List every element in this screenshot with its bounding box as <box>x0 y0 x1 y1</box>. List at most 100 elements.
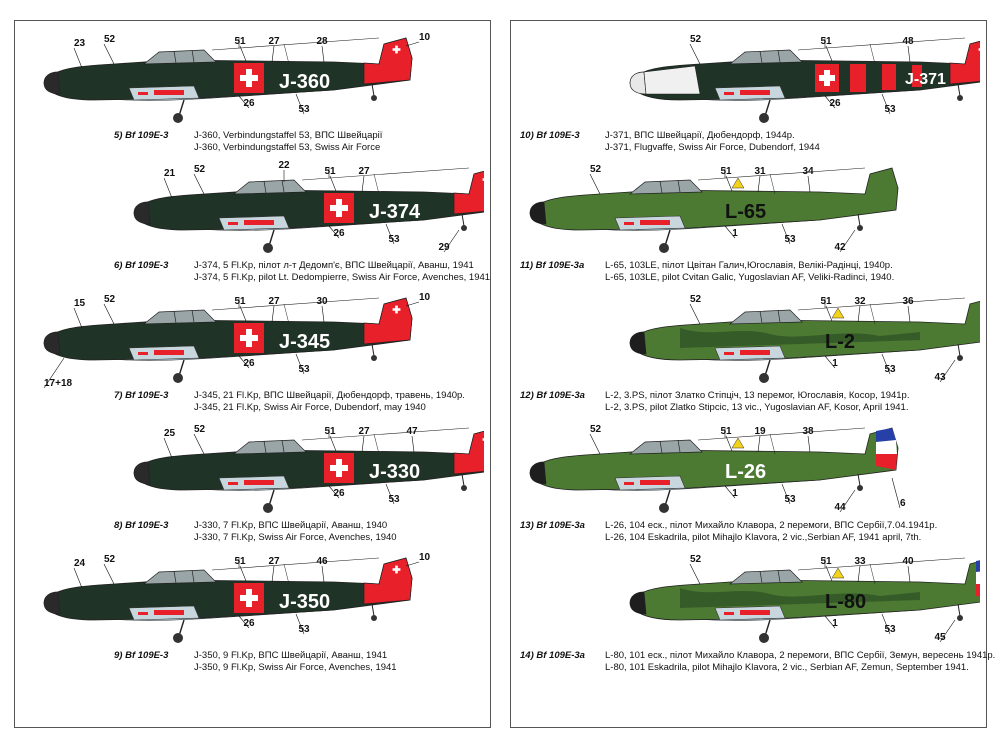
profile-caption: J-345, 21 Fl.Kp, ВПС Швейцарії, Дюбендор… <box>194 390 465 414</box>
callout-g: 26 <box>243 98 255 109</box>
callout-c: 51 <box>324 166 336 177</box>
caption-line: J-374, 5 Fl.Kp, пілот л-т Дедомп'є, ВПС … <box>194 260 474 271</box>
fuselage <box>529 427 899 491</box>
callout-d: 27 <box>358 166 370 177</box>
callout-h: 53 <box>884 624 896 635</box>
callout-g: 26 <box>333 228 345 239</box>
profile-p14: L-805251334015345614) Bf 109E-3aL-80, 10… <box>510 548 1000 678</box>
callout-b: 52 <box>104 294 116 305</box>
fuselage <box>43 297 413 361</box>
profile-title: 11) Bf 109E-3a <box>520 260 585 271</box>
caption-line: J-360, Verbindungstaffel 53, ВПС Швейцар… <box>194 130 383 141</box>
callout-a: 24 <box>74 558 86 569</box>
profile-title: 12) Bf 109E-3a <box>520 390 585 401</box>
aircraft-profile-p14: L-8052513340153456 <box>629 554 1000 643</box>
caption-line: L-80, 101 еск., пілот Михайло Клавора, 2… <box>605 650 996 661</box>
callout-a: 21 <box>164 168 176 179</box>
caption-line: L-26, 104 Eskadrila, pilot Mihajlo Klavo… <box>605 532 922 543</box>
callout-i: 29 <box>438 242 450 253</box>
aircraft-code-label: L-65 <box>725 201 766 223</box>
callout-i: 42 <box>834 242 846 253</box>
callout-h: 53 <box>298 624 310 635</box>
profile-title: 10) Bf 109E-3 <box>520 130 580 141</box>
caption-line: L-65, 103LE, pilot Cvitan Galic, Yugosla… <box>605 272 895 283</box>
callout-e: 34 <box>802 166 814 177</box>
callout-e: 46 <box>316 556 328 567</box>
aircraft-code-label: J-360 <box>279 71 330 93</box>
profile-caption: L-26, 104 еск., пілот Михайло Клаворa, 2… <box>605 520 937 544</box>
callout-b: 52 <box>690 554 702 565</box>
callout-f: 10 <box>419 552 431 563</box>
airframe-p6: J-374215222512710265329 <box>133 160 521 253</box>
aircraft-code-label: J-374 <box>369 201 421 223</box>
callout-i: 43 <box>934 372 946 383</box>
callout-h: 53 <box>388 234 400 245</box>
callout-c: 51 <box>720 166 732 177</box>
aircraft-code-label: L-26 <box>725 461 766 483</box>
caption-line: J-371, ВПС Швейцарії, Дюбендорф, 1944р. <box>605 130 795 141</box>
caption-line: L-65, 103LE, пілот Цвітан Галич,Югославі… <box>605 260 893 271</box>
profile-caption: J-350, 9 Fl.Kp, ВПС Швейцарії, Аванш, 19… <box>194 650 397 674</box>
callout-h: 53 <box>784 234 796 245</box>
callout-a: 23 <box>74 38 86 49</box>
callout-c: 51 <box>720 426 732 437</box>
profile-caption: J-374, 5 Fl.Kp, пілот л-т Дедомп'є, ВПС … <box>194 260 490 284</box>
profile-p6: J-3742152225127102653296) Bf 109E-3J-374… <box>14 158 521 288</box>
callout-h: 53 <box>784 494 796 505</box>
callout-d: 27 <box>268 556 280 567</box>
fuselage <box>43 37 413 101</box>
callout-d: 19 <box>754 426 766 437</box>
callout-d: 27 <box>358 426 370 437</box>
caption-line: J-350, 9 Fl.Kp, ВПС Швейцарії, Аванш, 19… <box>194 650 388 661</box>
callout-f: 10 <box>419 32 431 43</box>
caption-line: J-330, 7 Fl.Kp, ВПС Швейцарії, Аванш, 19… <box>194 520 388 531</box>
callout-g: 1 <box>832 618 838 629</box>
profile-caption: J-371, ВПС Швейцарії, Дюбендорф, 1944р.J… <box>605 130 820 154</box>
aircraft-code-label: J-350 <box>279 591 330 613</box>
callout-h: 53 <box>298 104 310 115</box>
callout-g: 26 <box>243 618 255 629</box>
callout-d: 31 <box>754 166 766 177</box>
callout-e: 48 <box>902 36 914 47</box>
aircraft-code-label: L-2 <box>825 331 855 353</box>
callout-a: 15 <box>74 298 86 309</box>
profile-title: 8) Bf 109E-3 <box>114 520 169 531</box>
callout-e: 36 <box>902 296 914 307</box>
caption-line: J-350, 9 Fl.Kp, Swiss Air Force, Avenche… <box>194 662 397 673</box>
profile-caption: J-330, 7 Fl.Kp, ВПС Швейцарії, Аванш, 19… <box>194 520 397 544</box>
caption-line: J-374, 5 Fl.Kp, pilot Lt. Dedompierre, S… <box>194 272 491 283</box>
callout-b: 52 <box>104 554 116 565</box>
caption-line: L-80, 101 Eskadrila, pilot Mihajlo Klavo… <box>605 662 969 673</box>
caption-line: J-360, Verbindungstaffel 53, Swiss Air F… <box>194 142 381 153</box>
profile-title: 7) Bf 109E-3 <box>114 390 169 401</box>
callout-c: 51 <box>820 296 832 307</box>
callout-g: 26 <box>243 358 255 369</box>
callout-e: 28 <box>316 36 328 47</box>
callout-d: 27 <box>268 36 280 47</box>
callout-x: 22 <box>278 160 290 171</box>
callout-d: 27 <box>268 296 280 307</box>
callout-b: 52 <box>194 424 206 435</box>
callout-c: 51 <box>234 296 246 307</box>
profile-title: 9) Bf 109E-3 <box>114 650 169 661</box>
callout-g: 26 <box>829 98 841 109</box>
callout-d: 33 <box>854 556 866 567</box>
callout-i: 45 <box>934 632 946 643</box>
fuselage <box>43 557 413 621</box>
aircraft-profile-p10: J-371525148102653 <box>629 34 1000 123</box>
profile-title: 5) Bf 109E-3 <box>114 130 169 141</box>
fuselage <box>133 427 503 491</box>
